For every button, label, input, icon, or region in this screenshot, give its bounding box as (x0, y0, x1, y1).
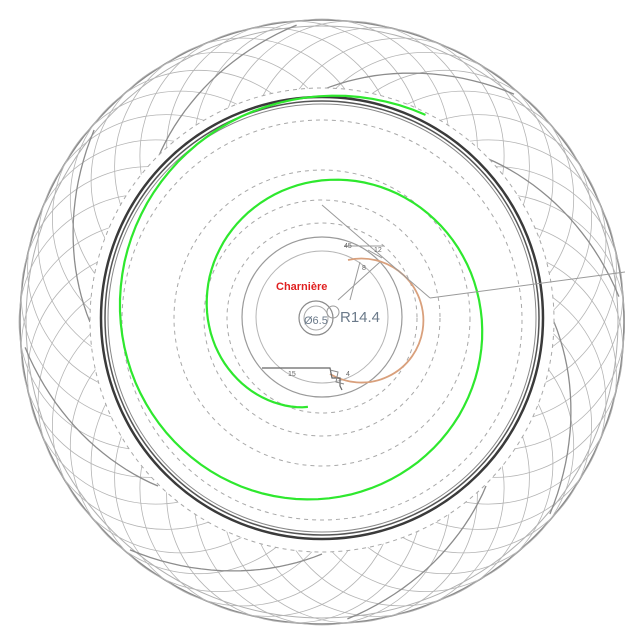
blade-curve (321, 72, 515, 95)
blade-curve (72, 129, 95, 323)
notch-detail-2 (329, 369, 345, 385)
construction-pattern (18, 18, 625, 626)
outer-boundary-circle-inner (25, 25, 619, 619)
blade-curve (157, 24, 297, 159)
dimension-lines (321, 204, 625, 301)
inner-gray-circle-mid (255, 250, 389, 384)
dashed-circle-4 (203, 199, 441, 437)
dashed-circle-1 (89, 87, 555, 553)
blade-curve (549, 321, 572, 515)
inner-tan-arc (329, 257, 425, 384)
center-red-label: Charnière (276, 281, 327, 293)
dim-label-b: 12 (374, 247, 382, 254)
notch-detail (262, 367, 343, 391)
dim-label-a: 45 (344, 243, 352, 250)
dim-label-d: 15 (288, 371, 296, 378)
green-spiral-curve (118, 94, 484, 501)
radius-label: R14.4 (340, 309, 380, 326)
dim-label-c: 8 (362, 265, 366, 272)
outer-boundary-circle (19, 19, 625, 625)
pattern-mask (90, 88, 554, 552)
dashed-circle-2 (121, 119, 523, 521)
inner-gray-circle-outer (241, 236, 403, 398)
dim-label-e: 4 (346, 371, 350, 378)
dashed-circle-3 (173, 169, 471, 467)
center-circle-inner (303, 305, 329, 331)
circle-icon (326, 305, 340, 319)
blade-curve (24, 347, 159, 487)
blade-curve (347, 485, 487, 620)
diameter-label: Ø6.5 (304, 315, 328, 327)
dashed-circle-5 (226, 222, 418, 414)
blade-curve (129, 549, 323, 572)
blade-curve (485, 157, 620, 297)
